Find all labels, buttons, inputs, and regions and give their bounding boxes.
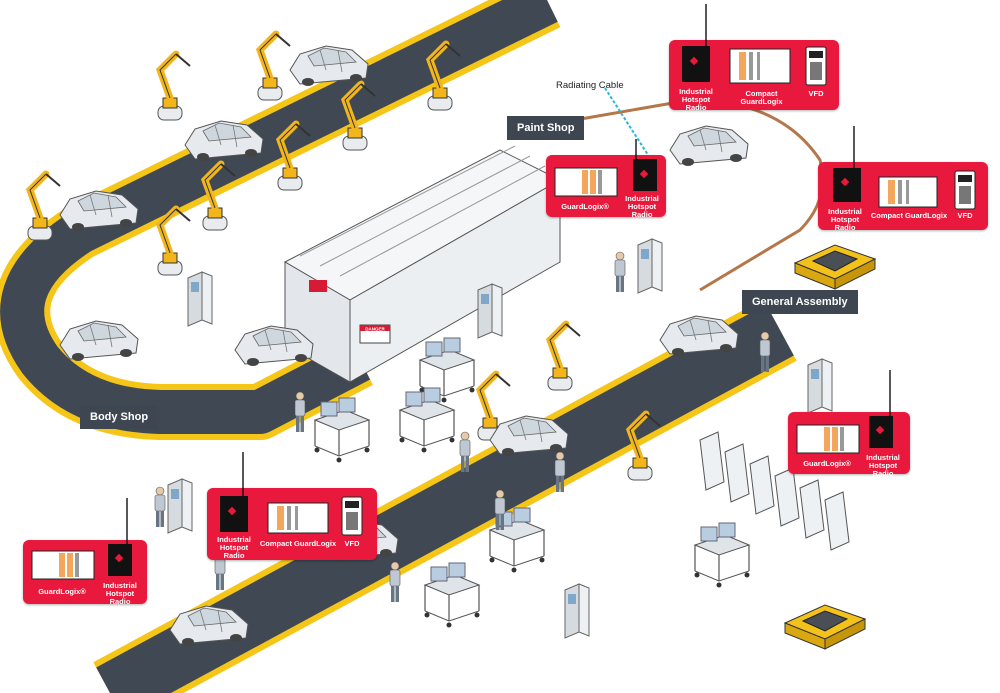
- radio-label-2: Hotspot Radio: [219, 542, 249, 560]
- compact-guardlogix-label: Compact GuardLogix: [259, 539, 337, 548]
- area-label-paint-shop: Paint Shop: [507, 116, 585, 140]
- compact-guardlogix-label: Compact GuardLogix: [740, 89, 783, 106]
- radio-label-1: Industrial: [103, 581, 137, 590]
- danger-sign: DANGER: [365, 327, 385, 332]
- area-label-body-shop: Body Shop: [80, 405, 159, 429]
- radio-icon: [108, 498, 132, 576]
- radiating-cable: [604, 87, 651, 159]
- guardlogix-icon: [796, 424, 860, 454]
- guardlogix-label: GuardLogix®: [38, 587, 86, 596]
- radio-label-2: Hotspot Radio: [627, 201, 657, 219]
- guardlogix-icon: [554, 167, 618, 197]
- radio-label-2: Hotspot Radio: [105, 588, 135, 606]
- radio-label-2: Hotspot Radio: [830, 214, 860, 232]
- radio-icon: [220, 452, 248, 532]
- vfd-icon: [341, 496, 363, 536]
- radio-label-2: Hotspot Radio: [681, 94, 711, 112]
- guardlogix-icon: [31, 550, 95, 580]
- radio-icon: [633, 139, 657, 191]
- vfd-label: VFD: [808, 89, 824, 98]
- radio-label-1: Industrial: [625, 194, 659, 203]
- area-label-general-assembly: General Assembly: [742, 290, 858, 314]
- radiating-cable-label: Radiating Cable: [556, 80, 624, 91]
- radio-label-1: Industrial: [828, 207, 862, 216]
- vfd-label: VFD: [344, 539, 360, 548]
- vfd-label: VFD: [957, 211, 973, 220]
- radio-icon: [869, 370, 893, 448]
- guardlogix-label: GuardLogix®: [803, 459, 851, 468]
- vfd-icon: [805, 46, 827, 86]
- compact-guardlogix-icon: [729, 48, 791, 84]
- compact-guardlogix-icon: [267, 502, 329, 534]
- radio-label-1: Industrial: [217, 535, 251, 544]
- compact-guardlogix-icon: [878, 176, 938, 208]
- fixture-rack: [699, 431, 850, 551]
- radio-label-1: Industrial: [866, 453, 900, 462]
- radio-label-1: Industrial: [679, 87, 713, 96]
- vfd-icon: [954, 170, 976, 210]
- radio-label-2: Hotspot Radio: [868, 460, 898, 478]
- compact-guardlogix-label: Compact GuardLogix: [870, 211, 948, 220]
- radio-icon: [833, 126, 861, 202]
- guardlogix-label: GuardLogix®: [561, 202, 609, 211]
- radio-icon: [682, 4, 710, 82]
- paint-shop-booth: DANGER: [283, 145, 562, 383]
